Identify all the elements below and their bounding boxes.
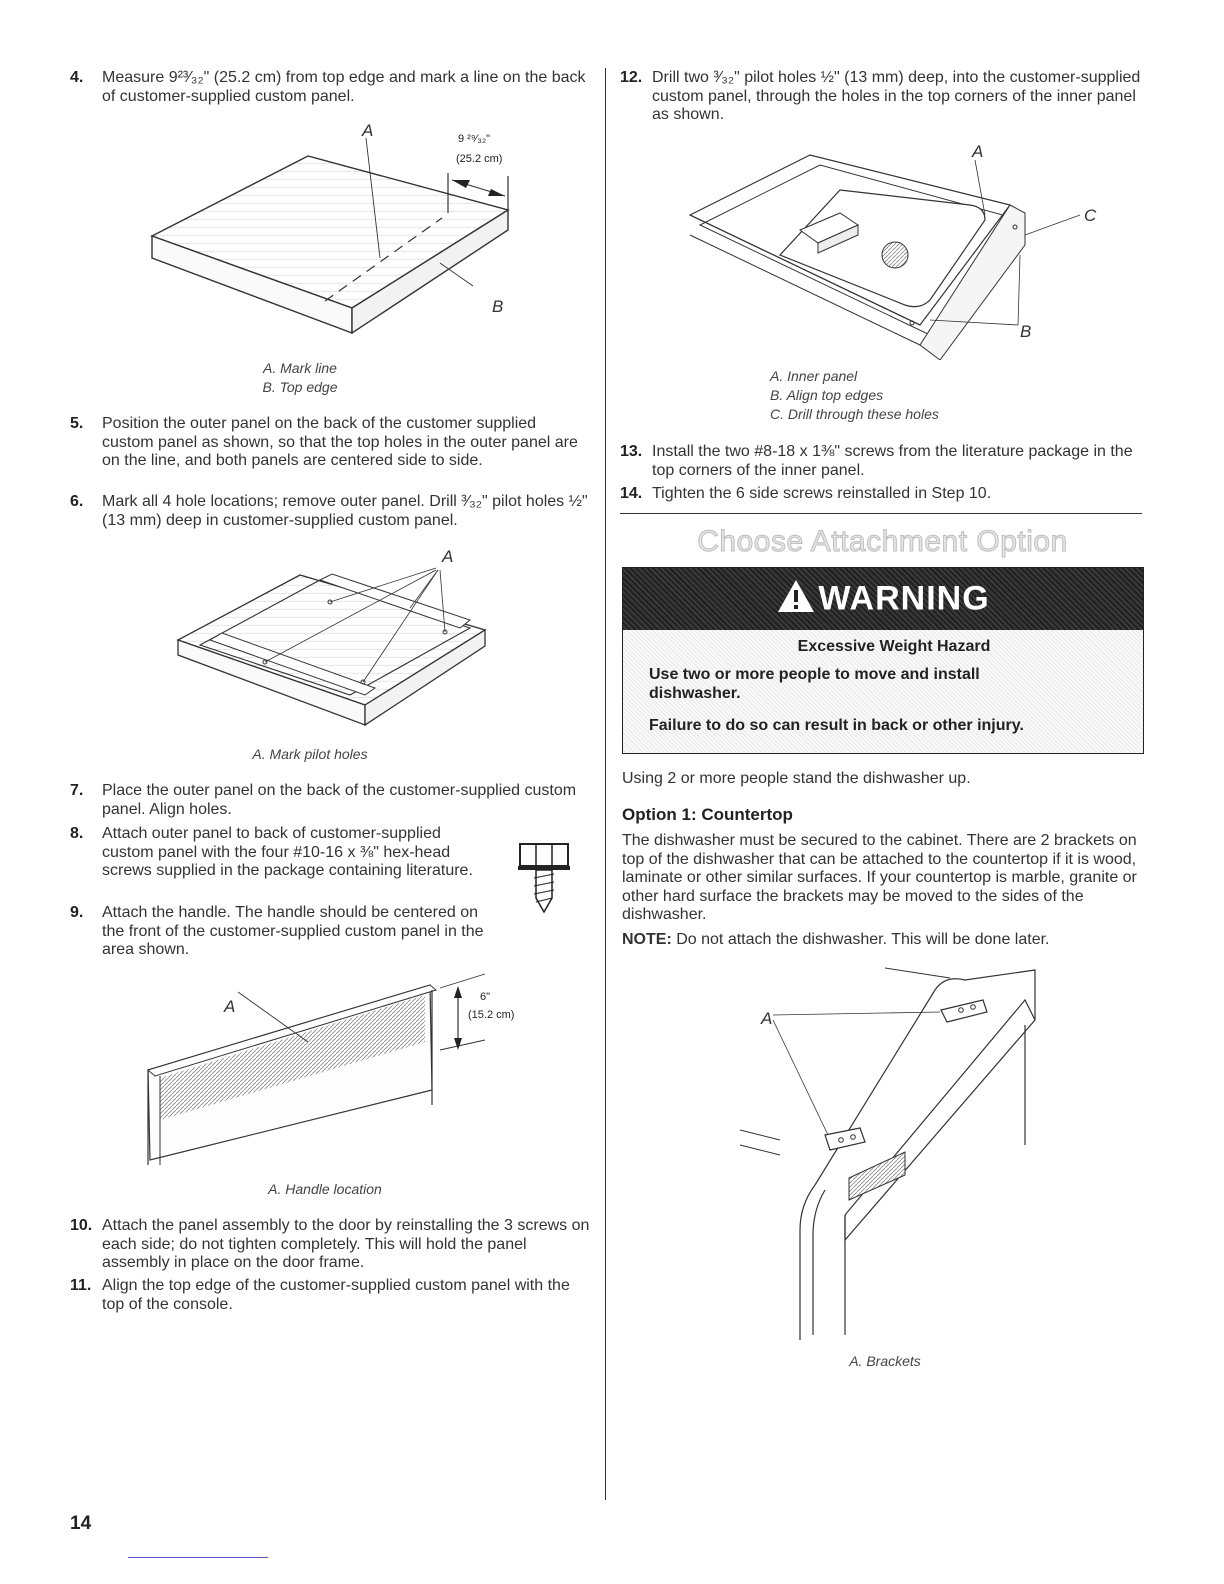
figure-mark-line: A B 9 ²⁹⁄₃₂" (25.2 cm) xyxy=(150,121,510,335)
section-rule xyxy=(620,513,1142,514)
option-1-body: The dishwasher must be secured to the ca… xyxy=(622,832,1137,923)
footer-line xyxy=(128,1557,268,1558)
warning-line-1: Use two or more people to move and insta… xyxy=(649,666,980,702)
step-14: 14. Tighten the 6 side screws reinstalle… xyxy=(620,485,992,502)
figure-2-caption: A. Mark pilot holes xyxy=(252,746,368,762)
step-4: 4. Measure 9²³⁄₃₂" (25.2 cm) from top ed… xyxy=(70,69,586,105)
callout-a: A xyxy=(441,547,453,566)
option-1-note: NOTE: Do not attach the dishwasher. This… xyxy=(622,931,1050,948)
warning-line-2: Failure to do so can result in back or o… xyxy=(649,717,1024,734)
step-13: 13. Install the two #8-18 x 1⅜" screws f… xyxy=(620,443,1133,479)
callout-c: C xyxy=(1084,206,1097,225)
figure-mark-pilot-holes: A xyxy=(176,547,487,727)
column-divider xyxy=(605,68,606,1500)
using-text: Using 2 or more people stand the dishwas… xyxy=(622,770,971,787)
figure-3-caption: A. Handle location xyxy=(268,1181,382,1197)
dimension-metric: (15.2 cm) xyxy=(468,1009,514,1021)
dimension-metric: (25.2 cm) xyxy=(456,153,502,165)
callout-a: A xyxy=(223,997,235,1016)
callout-b: B xyxy=(1020,322,1031,341)
warning-header: WARNING xyxy=(623,578,1143,623)
callout-b: B xyxy=(492,297,503,316)
callout-a: A xyxy=(971,142,983,161)
step-5: 5. Position the outer panel on the back … xyxy=(70,415,578,469)
figure-inner-panel: A B C xyxy=(688,142,1097,360)
warning-content: Excessive Weight Hazard Use two or more … xyxy=(645,630,1143,753)
dimension-label: 9 ²⁹⁄₃₂" xyxy=(458,133,490,145)
warning-hazard-title: Excessive Weight Hazard xyxy=(797,638,991,655)
option-1-title: Option 1: Countertop xyxy=(622,805,793,824)
step-11: 11. Align the top edge of the customer-s… xyxy=(70,1277,570,1313)
dimension-label: 6" xyxy=(480,991,490,1003)
warning-header-bar: WARNING xyxy=(623,568,1143,630)
step-10: 10. Attach the panel assembly to the doo… xyxy=(70,1217,590,1271)
step-9: 9. Attach the handle. The handle should … xyxy=(70,904,484,958)
step-6: 6. Mark all 4 hole locations; remove out… xyxy=(70,493,588,529)
page-number: 14 xyxy=(70,1513,92,1534)
callout-a: A xyxy=(760,1009,772,1028)
section-title: Choose Attachment Option xyxy=(697,525,1068,559)
figure-4-caption: A. Inner panel B. Align top edges C. Dri… xyxy=(770,368,939,422)
warning-box: WARNING Excessive Weight Hazard Use two … xyxy=(622,567,1144,754)
step-7: 7. Place the outer panel on the back of … xyxy=(70,782,577,818)
callout-a: A xyxy=(361,121,373,140)
figure-1-caption: A. Mark line B. Top edge xyxy=(262,360,338,395)
figure-5-caption: A. Brackets xyxy=(849,1353,921,1369)
figure-brackets: A xyxy=(739,967,1036,1340)
step-12: 12. Drill two ³⁄₃₂" pilot holes ½" (13 m… xyxy=(620,69,1141,123)
warning-triangle-icon xyxy=(776,578,816,623)
step-8: 8. Attach outer panel to back of custome… xyxy=(70,825,473,879)
hex-head-screw-icon xyxy=(518,843,570,914)
figure-handle-location: A 6" (15.2 cm) xyxy=(146,973,514,1165)
